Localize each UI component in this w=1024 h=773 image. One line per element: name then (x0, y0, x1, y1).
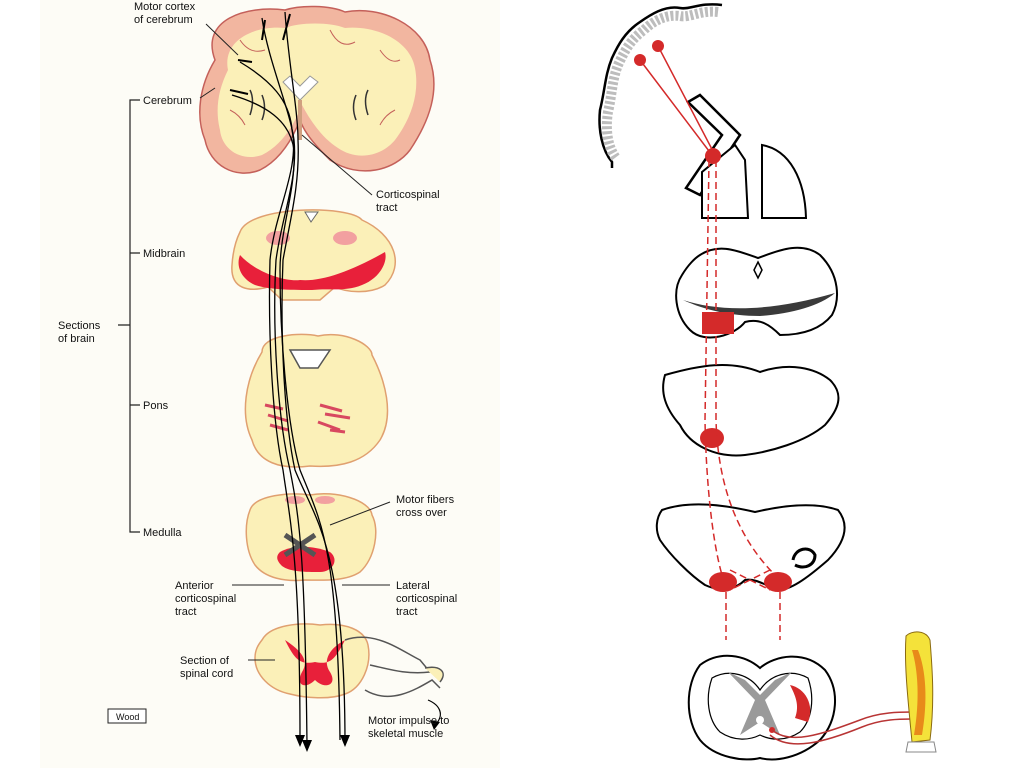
label-spinal-section-1: Section of (180, 655, 230, 667)
pyramid-left (709, 572, 737, 592)
foot (906, 742, 936, 752)
label-lateral-1: Lateral (396, 580, 430, 592)
label-motor-cortex-1: Motor cortex (134, 1, 196, 13)
label-midbrain: Midbrain (143, 248, 185, 260)
label-motor-cortex-2: of cerebrum (134, 14, 193, 26)
red-nucleus-right (333, 231, 357, 245)
schematic-pons (663, 365, 838, 455)
corticospinal-pathway-illustration: Motor cortex of cerebrum Cerebrum Cortic… (0, 0, 500, 768)
label-corticospinal-1: Corticospinal (376, 189, 440, 201)
dashed-spinal-descent (726, 592, 780, 640)
label-anterior-1: Anterior (175, 580, 214, 592)
label-lateral-2: corticospinal (396, 593, 457, 605)
midbrain-shape (676, 248, 837, 338)
label-motor-impulse-1: Motor impulse to (368, 715, 449, 727)
label-motor-fibers-2: cross over (396, 507, 447, 519)
schematic-midbrain (676, 248, 837, 338)
label-pons: Pons (143, 400, 169, 412)
signature-text: Wood (116, 712, 139, 722)
label-corticospinal-2: tract (376, 202, 397, 214)
label-motor-impulse-2: skeletal muscle (368, 728, 443, 740)
medulla-nucleus-right (315, 496, 335, 504)
label-sections-1: Sections (58, 320, 101, 332)
label-anterior-2: corticospinal (175, 593, 236, 605)
label-motor-fibers-1: Motor fibers (396, 494, 455, 506)
label-lateral-3: tract (396, 606, 417, 618)
label-cerebrum: Cerebrum (143, 95, 192, 107)
thalamus-right (762, 145, 806, 218)
schematic-medulla (657, 504, 845, 590)
central-canal (756, 716, 764, 724)
pons-tract-node (700, 428, 724, 448)
label-anterior-3: tract (175, 606, 196, 618)
pons-section (245, 334, 387, 467)
schematic-pathway-diagram (560, 0, 1024, 768)
schematic-svg (560, 0, 1024, 768)
label-medulla: Medulla (143, 527, 182, 539)
spinal-cord-outline (255, 624, 369, 698)
leg-muscle-figure (905, 632, 936, 752)
capsule-node (705, 148, 721, 164)
pyramid-right (764, 572, 792, 592)
label-spinal-section-2: spinal cord (180, 668, 233, 680)
label-sections-2: of brain (58, 333, 95, 345)
schematic-spinal-cord (689, 656, 835, 760)
pathway-illustration-svg: Motor cortex of cerebrum Cerebrum Cortic… (0, 0, 500, 768)
cortex-gray-band (607, 12, 718, 158)
